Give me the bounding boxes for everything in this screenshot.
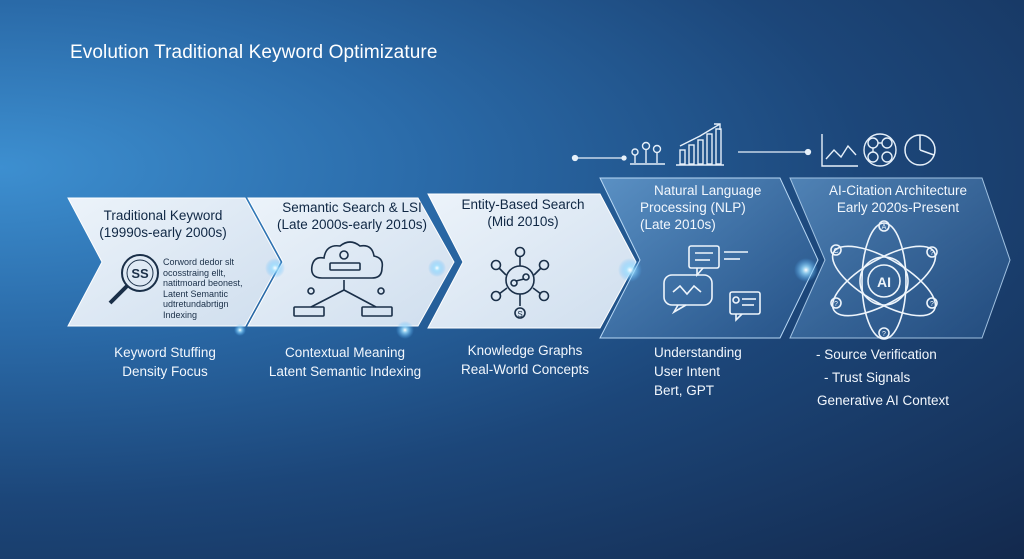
chat-bubbles-icon [663, 245, 761, 322]
stage-4-heading-line-1: Natural Language [654, 183, 762, 198]
stage-4-desc-line-1: Understanding [654, 345, 742, 360]
stage-5-chevron [789, 177, 1011, 339]
stage-3-desc-line-2: Real-World Concepts [460, 362, 590, 377]
stage-4-chevron [599, 177, 819, 339]
entity-node-letter: S [517, 310, 522, 319]
lollipop-chart-icon [630, 141, 665, 165]
stage-5-heading-line-1: AI-Citation Architecture [828, 183, 968, 198]
stage-1-heading-line-2: (19990s-early 2000s) [99, 225, 227, 240]
stage-4-heading-line-3: (Late 2010s) [640, 217, 716, 232]
magnifier-icon [108, 254, 159, 305]
line-chart-icon [821, 134, 858, 167]
stage-2-heading-line-2: (Late 2000s-early 2010s) [276, 217, 428, 232]
stage-5-heading-line-2: Early 2020s-Present [836, 200, 960, 215]
glow-markers [234, 258, 818, 339]
brain-network-icon [863, 133, 897, 167]
stage-2-heading: Semantic Search & LSI (Late 2000s-early … [262, 199, 442, 233]
connector-line-right [738, 148, 812, 156]
stage-4-heading-line-2: Processing (NLP) [640, 200, 746, 215]
bar-chart-icon [676, 123, 724, 166]
icon-text-line-2: ocosstraing ellt, [163, 267, 226, 278]
entity-graph-icon [490, 246, 550, 319]
stage-3-description: Knowledge Graphs Real-World Concepts [450, 341, 600, 379]
stage-1-heading: Traditional Keyword (19990s-early 2000s) [78, 207, 248, 241]
icon-text-line-5: udtretundabrtign [163, 299, 229, 309]
stage-1-description: Keyword Stuffing Density Focus [90, 343, 240, 381]
stage-3-desc-line-1: Knowledge Graphs [467, 343, 583, 358]
stage-4-desc-line-3: Bert, GPT [654, 383, 715, 398]
stage-2-heading-line-1: Semantic Search & LSI [282, 200, 422, 215]
stage-4-desc-line-2: User Intent [654, 364, 721, 379]
stage-4-description: Understanding User Intent Bert, GPT [654, 343, 774, 400]
stage-5-desc-line-2: - Trust Signals [824, 370, 911, 385]
stage-5-desc-line-3: Generative AI Context [816, 393, 950, 408]
icon-text-line-4: Latent Semantic [163, 288, 229, 299]
stage-2-description: Contextual Meaning Latent Semantic Index… [255, 343, 435, 381]
ai-orbit-node-label: C [833, 248, 838, 255]
ai-orbit-node-label: ? [882, 331, 886, 338]
icon-text-line-6: Indexing [163, 309, 198, 320]
ai-orbit-node-label: ? [834, 301, 838, 308]
stage-3-heading-line-2: (Mid 2010s) [487, 214, 559, 229]
ai-core-text: AI [877, 274, 891, 290]
stage-5-desc-line-1: - Source Verification [816, 347, 937, 362]
stage-5-description: - Source Verification - Trust Signals Ge… [808, 343, 958, 412]
stage-1-heading-line-1: Traditional Keyword [103, 208, 223, 223]
pie-chart-icon [904, 134, 936, 166]
cloud-network-icon [293, 241, 393, 317]
stage-1-desc-line-1: Keyword Stuffing [114, 345, 216, 360]
stage-5-heading: AI-Citation Architecture Early 2020s-Pre… [808, 182, 988, 216]
magnifier-text: SS [131, 266, 149, 281]
ai-orbit-node-label: ? [930, 250, 934, 257]
stage-1-icon-text: Corword dedor slt ocosstraing ellt, nati… [163, 257, 273, 320]
stage-1-desc-line-2: Density Focus [122, 364, 208, 379]
ai-orbit-node-label: A [882, 224, 887, 231]
top-decoration [571, 154, 627, 162]
ai-orbit-node-label: ? [930, 301, 934, 308]
stage-4-heading: Natural Language Processing (NLP) (Late … [640, 182, 770, 233]
page-title: Evolution Traditional Keyword Optimizatu… [70, 42, 438, 63]
stage-3-heading: Entity-Based Search (Mid 2010s) [448, 196, 598, 230]
stage-3-chevron [427, 193, 637, 329]
ai-atom-icon [830, 220, 938, 340]
icon-text-line-1: Corword dedor slt [163, 257, 235, 267]
stage-2-desc-line-1: Contextual Meaning [284, 345, 406, 360]
icon-text-line-3: natitmoard beonest, [163, 278, 243, 288]
stage-3-heading-line-1: Entity-Based Search [461, 197, 585, 212]
stage-2-desc-line-2: Latent Semantic Indexing [268, 364, 422, 379]
